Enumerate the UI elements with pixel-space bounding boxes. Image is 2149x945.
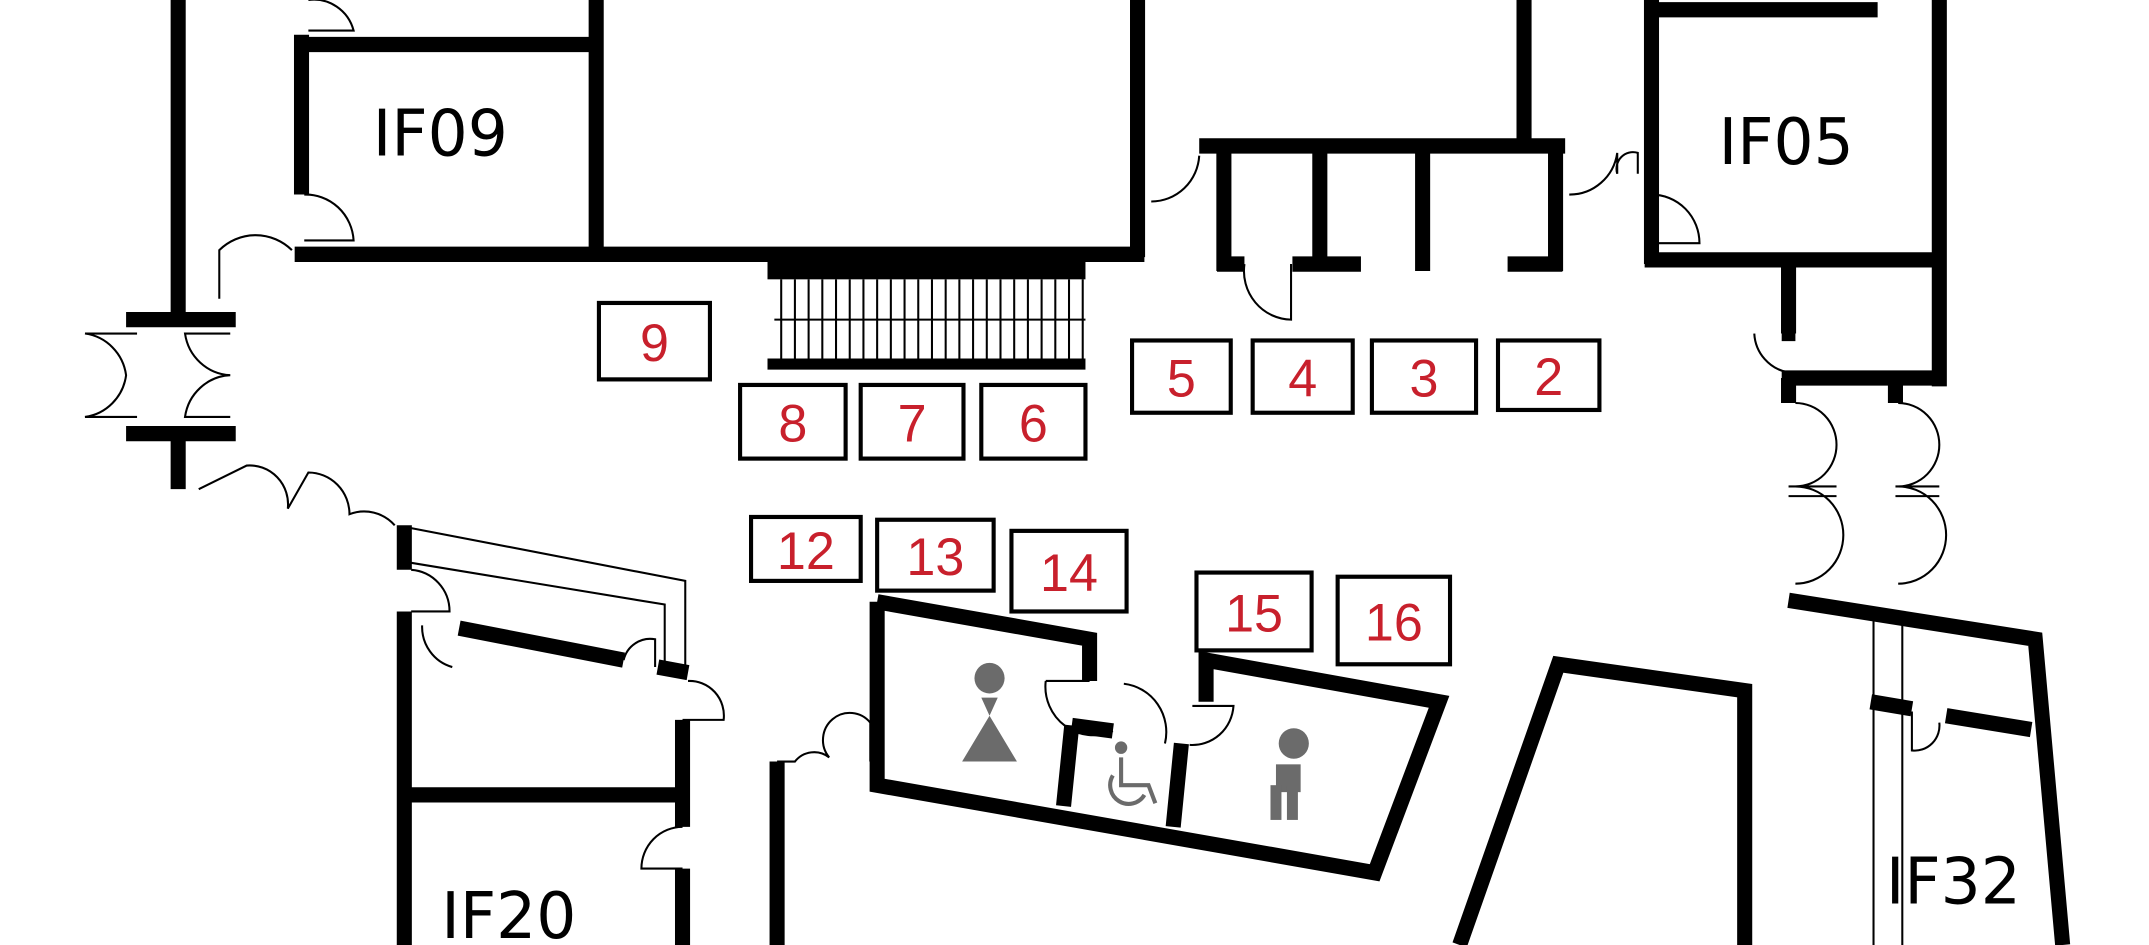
booth-number: 4: [1288, 350, 1317, 408]
booth-number: 12: [777, 523, 835, 581]
booth-number: 7: [898, 395, 927, 453]
booth-box: [1194, 570, 1314, 653]
booth-box: [738, 382, 848, 461]
booth-number: 16: [1365, 594, 1423, 652]
booth-12[interactable]: 12: [748, 514, 863, 583]
booth-number: 14: [1040, 545, 1098, 603]
accessible-restroom-icon: [1108, 741, 1158, 806]
room-labels: IF09 IF05 IF20 IF32: [373, 96, 2021, 945]
booth-number: 15: [1225, 585, 1283, 643]
women-restroom-icon: [962, 662, 1017, 762]
door-swings: [84, 0, 1948, 870]
booth-box: [1495, 338, 1602, 413]
booth-box: [1009, 528, 1129, 614]
booth-14[interactable]: 14: [1009, 528, 1129, 614]
booth-15[interactable]: 15: [1194, 570, 1314, 653]
booth-8[interactable]: 8: [738, 382, 848, 461]
booth-number: 5: [1167, 350, 1196, 408]
booth-3[interactable]: 3: [1369, 338, 1479, 415]
booth-number: 2: [1534, 349, 1563, 407]
room-label-if32: IF32: [1886, 844, 2021, 919]
booth-box: [1335, 574, 1453, 667]
booth-5[interactable]: 5: [1130, 338, 1233, 415]
stairs: [774, 279, 1086, 359]
booth-box: [858, 382, 966, 461]
booth-box: [748, 514, 863, 583]
room-label-if09: IF09: [373, 96, 508, 171]
booth-2[interactable]: 2: [1495, 338, 1602, 413]
booth-7[interactable]: 7: [858, 382, 966, 461]
walls: [126, 0, 2071, 945]
booth-number: 8: [778, 395, 807, 453]
booth-box: [596, 300, 712, 382]
booth-number: 6: [1019, 395, 1048, 453]
booth-16[interactable]: 16: [1335, 574, 1453, 667]
booth-box: [1250, 338, 1355, 415]
booth-6[interactable]: 6: [979, 382, 1088, 461]
booth-box: [979, 382, 1088, 461]
booth-4[interactable]: 4: [1250, 338, 1355, 415]
men-restroom-icon: [1270, 728, 1309, 820]
booth-number: 13: [906, 529, 964, 587]
room-label-if05: IF05: [1719, 105, 1854, 180]
booths: 9 8 7 6 5 4 3 2 12 13 14 15 16: [596, 300, 1602, 667]
booth-9[interactable]: 9: [596, 300, 712, 382]
booth-number: 9: [640, 315, 669, 373]
booth-box: [875, 517, 996, 593]
booth-box: [1130, 338, 1233, 415]
restroom-icons: [962, 662, 1309, 820]
room-label-if20: IF20: [441, 879, 576, 945]
booth-13[interactable]: 13: [875, 517, 996, 593]
booth-number: 3: [1410, 350, 1439, 408]
booth-box: [1369, 338, 1479, 415]
